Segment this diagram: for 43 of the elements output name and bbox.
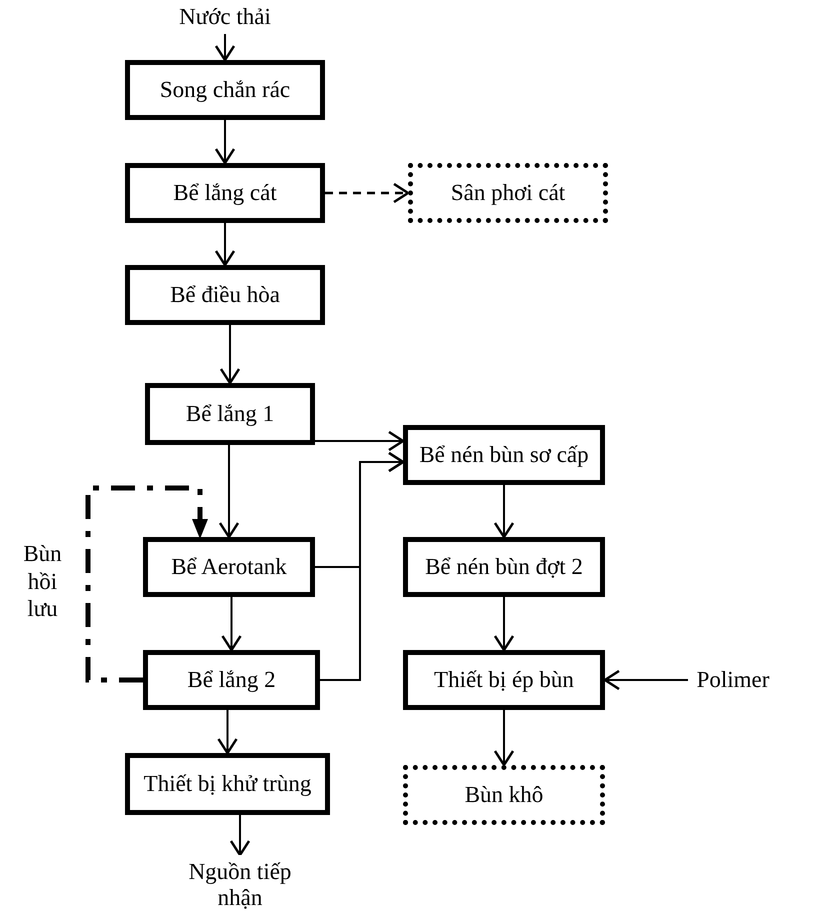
process-box [403, 650, 605, 710]
process-box [125, 60, 325, 120]
arrow [217, 710, 238, 754]
arrow [604, 670, 688, 690]
dashed-arrow [325, 182, 410, 204]
arrow [221, 597, 242, 652]
arrow [220, 325, 240, 384]
arrow [315, 430, 404, 452]
process-box [145, 383, 315, 445]
box-label: Bể nén bùn đợt 2 [425, 554, 583, 580]
arrow [214, 223, 236, 266]
process-box [125, 753, 330, 815]
arrow [214, 34, 236, 62]
box-label: Sân phơi cát [450, 180, 566, 206]
box-label: Bể lắng 1 [186, 400, 274, 428]
box-label: Song chắn rác [160, 76, 290, 104]
process-box [125, 265, 325, 325]
arrow [214, 120, 236, 164]
arrow [320, 452, 404, 681]
process-box [403, 425, 605, 485]
output-box [403, 765, 605, 825]
arrow [494, 485, 514, 538]
process-box [143, 537, 315, 597]
box-label: Bùn khô [464, 782, 544, 808]
arrow [230, 815, 250, 856]
flow-label: Nguồn tiếp nhận [188, 858, 292, 912]
flow-label: Nước thải [179, 4, 271, 30]
box-label: Bể lắng 2 [187, 666, 276, 694]
output-box [408, 163, 608, 223]
box-label: Thiết bị ép bùn [434, 666, 574, 694]
dashed-arrow [86, 486, 208, 682]
arrow [494, 710, 514, 766]
arrow [494, 597, 514, 652]
process-box [143, 650, 320, 710]
box-label: Thiết bị khử trùng [144, 770, 312, 798]
process-box [125, 163, 325, 223]
box-label: Bể lắng cát [173, 180, 277, 206]
flow-label: Polimer [696, 666, 770, 694]
box-label: Bể điều hòa [170, 282, 280, 308]
box-label: Bể Aerotank [171, 554, 287, 580]
arrow [218, 445, 240, 538]
process-box [403, 537, 605, 597]
box-label: Bể nén bùn sơ cấp [419, 442, 589, 468]
